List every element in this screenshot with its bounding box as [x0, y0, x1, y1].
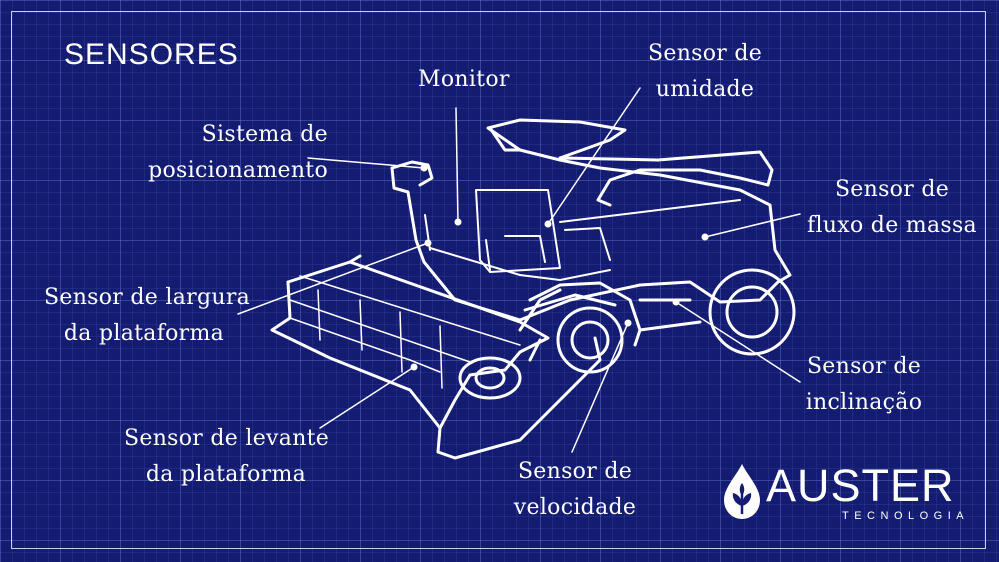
leaf-drop-icon	[724, 464, 760, 519]
label-monitor: Monitor	[418, 62, 510, 98]
label-posicionamento-line-1: Sistema de	[201, 122, 328, 147]
label-levante-line-1: Sensor de levante	[124, 426, 330, 451]
label-monitor-line-1: Monitor	[418, 67, 510, 92]
harvester-body	[390, 118, 792, 322]
label-largura-line-2: da plataforma	[63, 321, 225, 346]
label-levante-line-2: da plataforma	[145, 462, 307, 487]
rear-wheel	[638, 268, 796, 356]
header-detail-lines	[289, 275, 521, 389]
label-levante: Sensor de levante da plataforma	[124, 421, 330, 493]
inclinacao-leader	[675, 301, 801, 383]
label-fluxo: Sensor de fluxo de massa	[806, 172, 978, 244]
harvester-header	[270, 254, 602, 460]
logo-subtitle: TECNOLOGIA	[842, 510, 970, 522]
fluxo-leader	[704, 213, 801, 238]
posicionamento-leader	[307, 157, 425, 169]
front-wheel	[518, 281, 642, 374]
auster-logo: AUSTER TECNOLOGIA	[722, 456, 972, 536]
levante-leader	[319, 366, 415, 429]
label-fluxo-line-1: Sensor de	[834, 177, 950, 202]
label-velocidade-line-2: velocidade	[513, 495, 637, 520]
monitor-leader	[455, 107, 459, 223]
label-posicionamento: Sistema de posicionamento	[136, 117, 328, 189]
label-umidade-line-1: Sensor de	[648, 41, 763, 66]
cab-details	[424, 189, 741, 281]
label-inclinacao-line-2: inclinação	[805, 390, 923, 415]
label-inclinacao: Sensor de inclinação	[804, 349, 924, 421]
logo-name: AUSTER	[766, 460, 955, 511]
label-umidade: Sensor de umidade	[648, 36, 762, 108]
label-fluxo-line-2: fluxo de massa	[807, 213, 977, 238]
label-posicionamento-line-2: posicionamento	[148, 158, 328, 183]
umidade-leader	[547, 87, 641, 225]
leader-lines	[237, 87, 801, 453]
label-velocidade-line-1: Sensor de	[517, 459, 633, 484]
largura-leader	[237, 242, 429, 315]
header-auger	[458, 356, 522, 400]
label-largura: Sensor de largura da plataforma	[44, 280, 251, 352]
label-largura-line-1: Sensor de largura	[44, 285, 251, 310]
label-inclinacao-line-1: Sensor de	[806, 354, 922, 379]
blueprint-border	[11, 11, 986, 549]
page-title: SENSORES	[64, 38, 239, 71]
label-umidade-line-2: umidade	[655, 77, 755, 102]
velocidade-leader	[571, 322, 629, 453]
label-velocidade: Sensor de velocidade	[512, 454, 638, 526]
